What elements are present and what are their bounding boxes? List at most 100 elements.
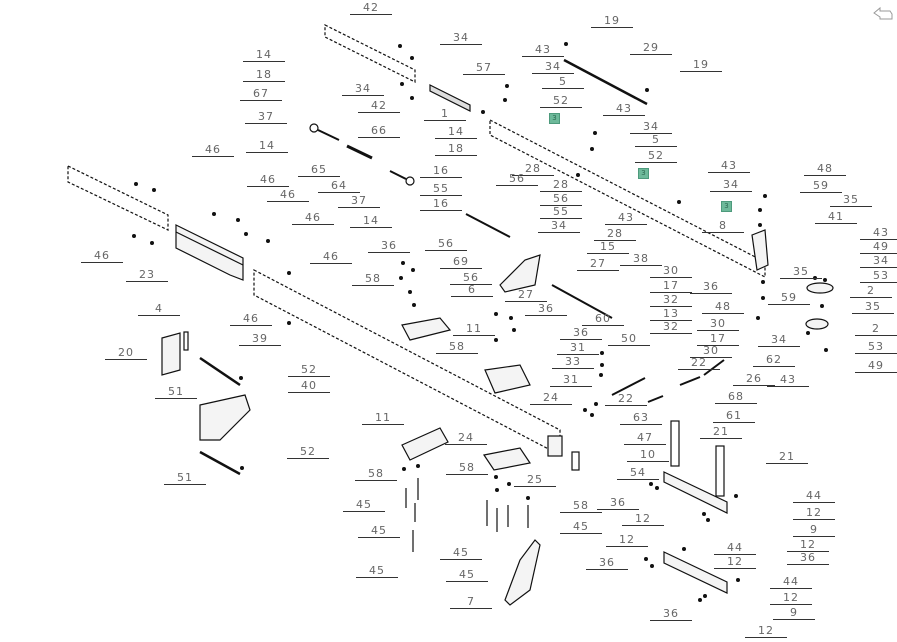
- callout-part-56[interactable]: 56: [450, 272, 492, 285]
- callout-part-14[interactable]: 14: [435, 126, 477, 139]
- callout-part-19[interactable]: 19: [680, 59, 722, 72]
- callout-part-46[interactable]: 46: [247, 174, 289, 187]
- callout-part-9[interactable]: 9: [793, 524, 835, 537]
- callout-part-32[interactable]: 32: [650, 294, 692, 307]
- callout-part-65[interactable]: 65: [298, 164, 340, 177]
- callout-part-37[interactable]: 37: [245, 111, 287, 124]
- callout-part-45[interactable]: 45: [440, 547, 482, 560]
- callout-part-67[interactable]: 67: [240, 88, 282, 101]
- callout-part-36[interactable]: 36: [525, 303, 567, 316]
- callout-part-52[interactable]: 52: [540, 95, 582, 108]
- callout-part-13[interactable]: 13: [650, 308, 692, 321]
- back-arrow-icon[interactable]: [873, 6, 893, 22]
- callout-part-43[interactable]: 43: [605, 212, 647, 225]
- callout-part-12[interactable]: 12: [770, 592, 812, 605]
- callout-part-45[interactable]: 45: [343, 499, 385, 512]
- callout-part-36[interactable]: 36: [597, 497, 639, 510]
- callout-part-40[interactable]: 40: [288, 380, 330, 393]
- callout-part-35[interactable]: 35: [852, 301, 894, 314]
- callout-part-21[interactable]: 21: [700, 426, 742, 439]
- callout-part-17[interactable]: 17: [697, 333, 739, 346]
- callout-part-68[interactable]: 68: [715, 391, 757, 404]
- callout-part-46[interactable]: 46: [267, 189, 309, 202]
- callout-part-31[interactable]: 31: [557, 342, 599, 355]
- callout-part-12[interactable]: 12: [606, 534, 648, 547]
- callout-part-19[interactable]: 19: [591, 15, 633, 28]
- callout-part-36[interactable]: 36: [690, 281, 732, 294]
- callout-part-44[interactable]: 44: [793, 490, 835, 503]
- callout-part-34[interactable]: 34: [342, 83, 384, 96]
- callout-part-36[interactable]: 36: [650, 608, 692, 621]
- callout-part-36[interactable]: 36: [560, 327, 602, 340]
- callout-part-45[interactable]: 45: [560, 521, 602, 534]
- callout-part-37[interactable]: 37: [338, 195, 380, 208]
- callout-part-46[interactable]: 46: [230, 313, 272, 326]
- green-marker-icon[interactable]: 3: [549, 113, 560, 124]
- callout-part-29[interactable]: 29: [630, 42, 672, 55]
- callout-part-9[interactable]: 9: [773, 607, 815, 620]
- callout-part-52[interactable]: 52: [288, 364, 330, 377]
- callout-part-32[interactable]: 32: [650, 321, 692, 334]
- callout-part-61[interactable]: 61: [713, 410, 755, 423]
- callout-part-28[interactable]: 28: [594, 228, 636, 241]
- callout-part-58[interactable]: 58: [560, 500, 602, 513]
- callout-part-42[interactable]: 42: [358, 100, 400, 113]
- callout-part-43[interactable]: 43: [603, 103, 645, 116]
- callout-part-6[interactable]: 6: [451, 284, 493, 297]
- callout-part-53[interactable]: 53: [855, 341, 897, 354]
- callout-part-66[interactable]: 66: [358, 125, 400, 138]
- callout-part-64[interactable]: 64: [318, 180, 360, 193]
- callout-part-33[interactable]: 33: [552, 356, 594, 369]
- callout-part-49[interactable]: 49: [860, 241, 897, 254]
- callout-part-11[interactable]: 11: [362, 412, 404, 425]
- callout-part-69[interactable]: 69: [440, 256, 482, 269]
- callout-part-12[interactable]: 12: [793, 507, 835, 520]
- callout-part-2[interactable]: 2: [855, 323, 897, 336]
- callout-part-30[interactable]: 30: [697, 318, 739, 331]
- callout-part-52[interactable]: 52: [287, 446, 329, 459]
- callout-part-28[interactable]: 28: [512, 163, 554, 176]
- callout-part-43[interactable]: 43: [767, 374, 809, 387]
- callout-part-25[interactable]: 25: [514, 474, 556, 487]
- callout-part-63[interactable]: 63: [620, 412, 662, 425]
- callout-part-23[interactable]: 23: [126, 269, 168, 282]
- callout-part-53[interactable]: 53: [860, 270, 897, 283]
- callout-part-18[interactable]: 18: [243, 69, 285, 82]
- callout-part-56[interactable]: 56: [496, 173, 538, 186]
- callout-part-46[interactable]: 46: [310, 251, 352, 264]
- callout-part-51[interactable]: 51: [155, 386, 197, 399]
- callout-part-44[interactable]: 44: [714, 542, 756, 555]
- callout-part-46[interactable]: 46: [81, 250, 123, 263]
- callout-part-34[interactable]: 34: [440, 32, 482, 45]
- callout-part-45[interactable]: 45: [356, 565, 398, 578]
- callout-part-31[interactable]: 31: [550, 374, 592, 387]
- green-marker-icon[interactable]: 3: [721, 201, 732, 212]
- callout-part-50[interactable]: 50: [608, 333, 650, 346]
- callout-part-1[interactable]: 1: [424, 108, 466, 121]
- callout-part-12[interactable]: 12: [787, 539, 829, 552]
- callout-part-7[interactable]: 7: [450, 596, 492, 609]
- callout-part-34[interactable]: 34: [538, 220, 580, 233]
- callout-part-26[interactable]: 26: [733, 373, 775, 386]
- callout-part-16[interactable]: 16: [420, 198, 462, 211]
- callout-part-30[interactable]: 30: [690, 345, 732, 358]
- callout-part-24[interactable]: 24: [530, 392, 572, 405]
- callout-part-59[interactable]: 59: [800, 180, 842, 193]
- callout-part-34[interactable]: 34: [860, 255, 897, 268]
- callout-part-22[interactable]: 22: [605, 393, 647, 406]
- callout-part-14[interactable]: 14: [246, 140, 288, 153]
- callout-part-12[interactable]: 12: [714, 556, 756, 569]
- callout-part-57[interactable]: 57: [463, 62, 505, 75]
- callout-part-47[interactable]: 47: [624, 432, 666, 445]
- callout-part-18[interactable]: 18: [435, 143, 477, 156]
- callout-part-46[interactable]: 46: [192, 144, 234, 157]
- callout-part-52[interactable]: 52: [635, 150, 677, 163]
- callout-part-60[interactable]: 60: [582, 313, 624, 326]
- callout-part-48[interactable]: 48: [702, 301, 744, 314]
- callout-part-17[interactable]: 17: [650, 280, 692, 293]
- callout-part-27[interactable]: 27: [577, 258, 619, 271]
- callout-part-21[interactable]: 21: [766, 451, 808, 464]
- callout-part-58[interactable]: 58: [446, 462, 488, 475]
- callout-part-8[interactable]: 8: [702, 220, 744, 233]
- callout-part-34[interactable]: 34: [532, 61, 574, 74]
